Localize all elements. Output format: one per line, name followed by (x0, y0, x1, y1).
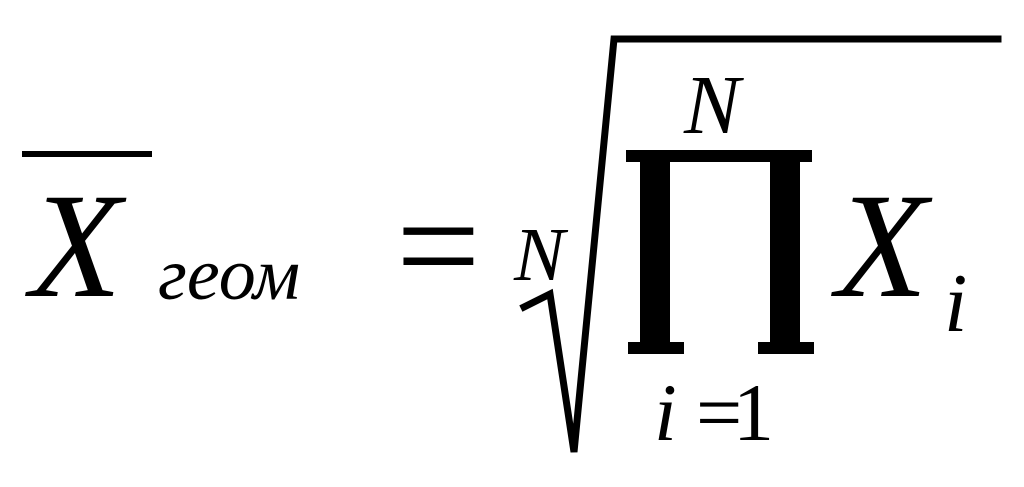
product-lower-equals: = (696, 367, 742, 458)
radical-sign (519, 35, 1002, 453)
product-upper-limit: N (683, 59, 744, 152)
product-lower-value: 1 (733, 367, 774, 458)
lhs-subscript: геом (158, 234, 300, 316)
operand-variable: X (831, 163, 933, 329)
equals-sign: = (396, 163, 481, 329)
lhs-variable: X (25, 163, 127, 329)
product-operator (626, 150, 814, 354)
product-lower-variable: i (654, 367, 677, 458)
root-index: N (513, 213, 569, 297)
operand-subscript: i (944, 257, 967, 350)
